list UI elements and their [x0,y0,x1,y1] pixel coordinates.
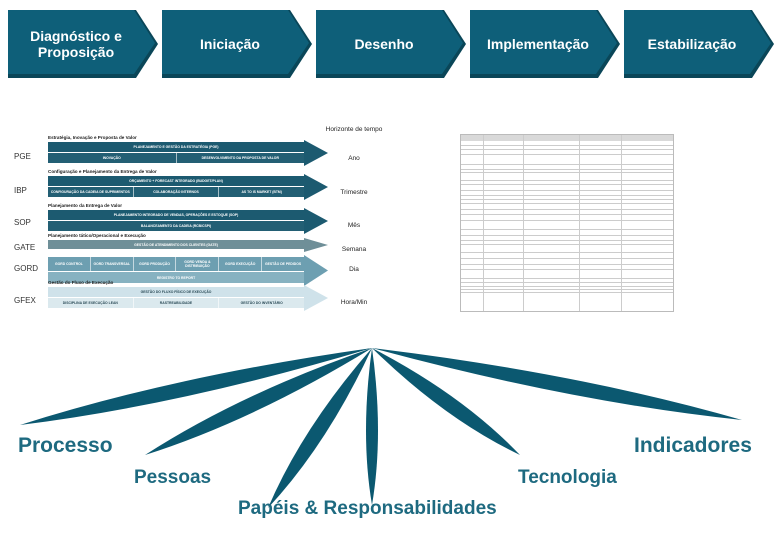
band-item: GORD TRANSVERSAL [91,257,134,271]
fan-petal [372,348,742,420]
band-item: CONFIGURAÇÃO DA CADEIA DE SUPRIMENTOS [48,187,134,197]
band-item: REGISTRO TO REPORT [156,275,196,280]
band-item: ORÇAMENTO + FORECAST INTEGRADO (BUDGET/P… [129,179,223,183]
level-arrow-head [304,208,328,234]
level-section-title: Planejamento da Entrega de Valor [48,203,123,208]
fan-petal [145,348,372,455]
phase-label: Estabilização [647,36,737,52]
level-band: ORÇAMENTO + FORECAST INTEGRADO (BUDGET/P… [48,176,304,186]
fan-petal [372,348,520,455]
level-section-title: Estratégia, Inovação e Proposta de Valor [48,135,137,140]
level-band: INOVAÇÃO DESENVOLVIMENTO DA PROPOSTA DE V… [48,153,304,163]
level-band: BALANCEAMENTO DA CADEIA (RCB/CSPI) [48,221,304,231]
fan-petal [20,348,372,425]
phase-chevron-4: Estabilização [624,10,774,78]
band-item: PLANEJAMENTO E GESTÃO DA ESTRATÉGIA (PGE… [133,145,219,149]
level-horizon: Hora/Min [340,299,368,306]
band-item: BALANCEAMENTO DA CADEIA (RCB/CSPI) [140,224,212,228]
level-band: REGISTRO TO REPORT [48,272,304,283]
phase-label: Implementação [487,36,589,52]
level-horizon: Mês [347,222,361,229]
level-arrow-head [304,255,328,286]
horizon-header: Horizonte de tempo [325,126,383,133]
detail-table-thumbnail [460,134,674,312]
level-code: GORD [14,264,38,273]
level-horizon: Dia [349,266,359,273]
band-item: GORD PRODUÇÃO [134,257,177,271]
pillar-papeis-responsabilidades: Papéis & Responsabilidades [238,498,497,519]
pillar-indicadores: Indicadores [634,434,752,457]
level-band: PLANEJAMENTO INTEGRADO DE VENDAS, OPERAÇ… [48,210,304,220]
band-item: DESENVOLVIMENTO DA PROPOSTA DE VALOR [201,156,279,160]
band-item: RASTREABILIDADE [134,298,220,308]
level-code: GFEX [14,296,36,305]
phase-chevron-1: Iniciação [162,10,312,78]
phase-label: Desenho [354,36,414,52]
band-item: AS TO IS MARKET (BTM) [241,190,282,194]
level-arrow-head [304,285,328,311]
phase-label: Iniciação [200,36,260,52]
band-item: GESTÃO DE PEDIDOS [264,262,302,266]
fan-petal [366,348,378,505]
band-item: GESTÃO DO FLUXO FÍSICO DE EXECUÇÃO [140,290,212,294]
phase-label: Diagnóstico e Proposição [30,28,122,60]
level-arrow-head [304,238,328,252]
band-item: GESTÃO DO INVENTÁRIO [240,301,283,305]
pillar-processo: Processo [18,434,113,457]
band-item: PLANEJAMENTO INTEGRADO DE VENDAS, OPERAÇ… [113,213,239,217]
band-item: INOVAÇÃO [48,153,177,163]
band-item: GORD EXECUÇÃO [219,257,263,271]
level-horizon: Semana [341,246,367,253]
band-item: DISCIPLINA DE EXECUÇÃO LEAN [48,298,134,308]
band-item: GORD CONTROL [48,257,91,271]
level-band: GESTÃO DO FLUXO FÍSICO DE EXECUÇÃO [48,287,304,297]
level-code: GATE [14,243,36,252]
band-item: GESTÃO DE ATENDIMENTO DOS CLIENTES (GATE… [134,242,218,247]
level-band: PLANEJAMENTO E GESTÃO DA ESTRATÉGIA (PGE… [48,142,304,152]
level-arrow-head [304,140,328,166]
phase-chevron-2: Desenho [316,10,466,78]
phase-chevron-0: Diagnóstico e Proposição [8,10,158,78]
phase-chevron-3: Implementação [470,10,620,78]
level-code: PGE [14,152,31,161]
level-section-title: Configuração e Planejamento da Entrega d… [48,169,157,174]
level-horizon: Trimestre [340,189,368,196]
level-section-title: Planejamento tático/Operacional e Execuç… [48,233,146,238]
level-horizon: Ano [348,155,360,162]
band-item: GORD VENDA & DISTRIBUIÇÃO [176,257,220,271]
level-code: IBP [14,186,27,195]
fan-petal [268,348,372,508]
pillar-pessoas: Pessoas [134,467,212,488]
level-arrow-head [304,174,328,200]
pillar-tecnologia: Tecnologia [518,467,617,488]
level-section-title: Gestão do Fluxo de Execução [48,280,114,285]
level-band: GESTÃO DE ATENDIMENTO DOS CLIENTES (GATE… [48,240,304,249]
band-item: COLABORAÇÃO INTERNOS [134,187,220,197]
level-code: SOP [14,218,31,227]
